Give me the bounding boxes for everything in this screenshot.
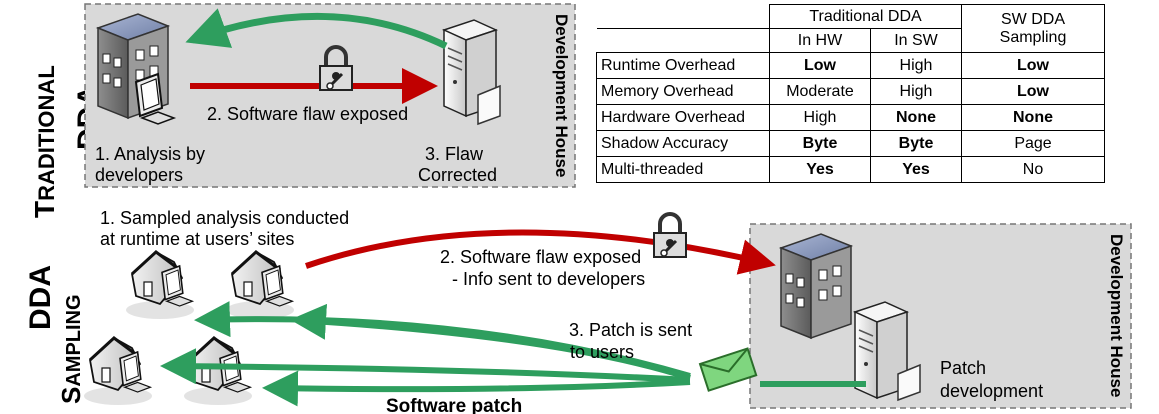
- user-site-house-icon: [182, 336, 254, 407]
- building-icon: [780, 233, 852, 339]
- envelope-icon: [698, 347, 758, 392]
- sampling-cell: Low: [961, 52, 1105, 79]
- user-site-house-icon: [82, 336, 154, 407]
- sampling-cell: Page: [961, 130, 1105, 157]
- in-sw-cell: High: [870, 78, 962, 105]
- in-hw-cell: Moderate: [769, 78, 871, 105]
- dda-side-title-bottom: DDA: [24, 265, 57, 330]
- traditional-dda-header: Traditional DDA: [769, 4, 962, 29]
- in-sw-cell: None: [870, 104, 962, 131]
- in-hw-cell: Low: [769, 52, 871, 79]
- in-hw-cell: Byte: [769, 130, 871, 157]
- table-subheader-row: In HW In SW: [596, 28, 1105, 53]
- step1-label-top: 1. Analysis by developers: [95, 144, 210, 185]
- table-corner: [596, 4, 770, 29]
- in-sw-header: In SW: [870, 28, 962, 53]
- patch-development-label: Patch development: [940, 358, 1043, 401]
- step2-label-bottom: 2. Software flaw exposed - Info sent to …: [440, 247, 646, 289]
- row-label: Memory Overhead: [596, 78, 770, 105]
- in-sw-cell: High: [870, 52, 962, 79]
- step1-label-bottom: 1. Sampled analysis conducted at runtime…: [100, 208, 354, 249]
- patch-arrows: [160, 301, 866, 407]
- in-hw-header: In HW: [769, 28, 871, 53]
- document-icon: [477, 84, 501, 126]
- step3-label-bottom: 3. Patch is sent to users: [569, 320, 697, 362]
- dev-house-title-top: Development House: [552, 14, 571, 177]
- software-patch-label: Software patch: [386, 396, 522, 414]
- document-icon: [897, 363, 921, 402]
- row-label: Shadow Accuracy: [596, 130, 770, 157]
- sampling-cell: None: [961, 104, 1105, 131]
- row-label: Runtime Overhead: [596, 52, 770, 79]
- user-site-house-icon: [224, 250, 296, 321]
- sampling-side-title: SAMPLING: [56, 294, 86, 404]
- row-label: Hardware Overhead: [596, 104, 770, 131]
- sampling-cell: Low: [961, 78, 1105, 105]
- red-arrow-bottom: [305, 229, 776, 275]
- in-sw-cell: Yes: [870, 156, 962, 183]
- dev-house-title-bottom: Development House: [1107, 234, 1126, 397]
- in-sw-cell: Byte: [870, 130, 962, 157]
- step2-label-top: 2. Software flaw exposed: [207, 104, 408, 124]
- row-label: Multi-threaded: [596, 156, 770, 183]
- in-hw-cell: Yes: [769, 156, 871, 183]
- step3-label-top: 3. Flaw Corrected: [418, 144, 497, 185]
- traditional-side-title: TRADITIONAL: [29, 65, 60, 218]
- table-corner: [596, 28, 770, 53]
- user-site-house-icon: [124, 250, 196, 321]
- lock-icon: [652, 212, 688, 259]
- in-hw-cell: High: [769, 104, 871, 131]
- sampling-cell: No: [961, 156, 1105, 183]
- green-arrow-top: [185, 8, 448, 50]
